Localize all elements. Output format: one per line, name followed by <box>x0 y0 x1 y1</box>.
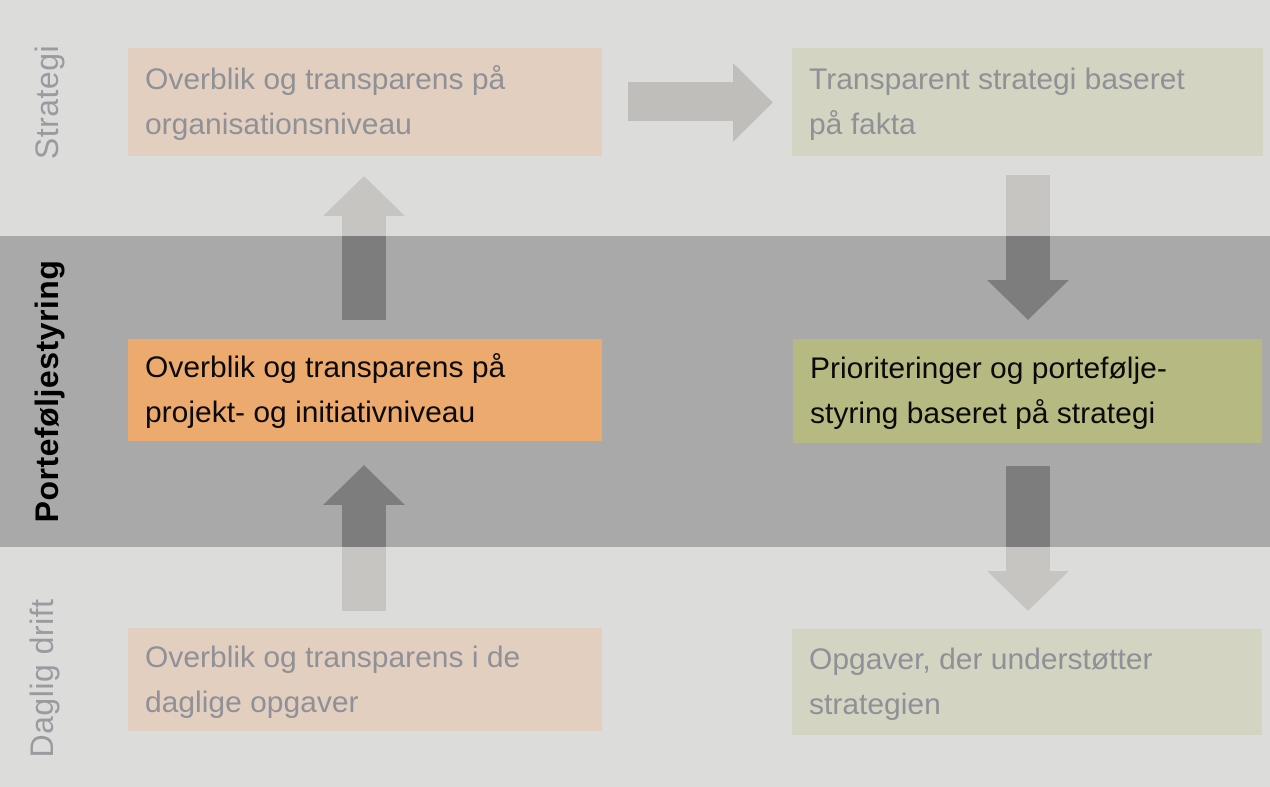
up-arrow-icon <box>323 465 405 611</box>
down-arrow-icon <box>987 175 1069 320</box>
project-overview-line2: projekt- og initiativniveau <box>145 396 476 429</box>
prioritization-line2: styring baseret på strategi <box>810 397 1156 430</box>
down-arrow-icon <box>987 466 1069 611</box>
daily-overview-line2: daglige opgaver <box>145 685 359 719</box>
prioritization-line1: Prioriteringer og portefølje- <box>810 352 1167 385</box>
right-arrow-icon <box>628 63 773 142</box>
supporting-tasks-box: Opgaver, der understøtter strategien <box>792 629 1262 735</box>
up-arrow-icon <box>323 176 405 320</box>
prioritization-box: Prioriteringer og portefølje- styring ba… <box>793 339 1262 443</box>
strategy-overview-line2: organisationsniveau <box>145 108 412 141</box>
project-overview-line1: Overblik og transparens på <box>145 351 506 384</box>
strategy-overview-line1: Overblik og transparens på <box>145 63 506 96</box>
transparent-strategy-box: Transparent strategi baseret på fakta <box>792 48 1263 156</box>
strategy-overview-box: Overblik og transparens på organisations… <box>128 48 602 156</box>
supporting-tasks-line1: Opgaver, der understøtter <box>809 643 1153 676</box>
transparent-strategy-line1: Transparent strategi baseret <box>809 63 1185 96</box>
strategy-band-label: Strategi <box>29 44 65 160</box>
project-overview-box: Overblik og transparens på projekt- og i… <box>128 339 602 441</box>
portfolio-band-label: Porteføljestyring <box>29 259 65 523</box>
supporting-tasks-line2: strategien <box>809 688 941 721</box>
daily-overview-box: Overblik og transparens i de daglige opg… <box>128 628 602 731</box>
daily-overview-line1: Overblik og transparens i de <box>145 640 521 674</box>
transparent-strategy-line2: på fakta <box>809 108 916 141</box>
daily-band-label: Daglig drift <box>24 598 60 758</box>
